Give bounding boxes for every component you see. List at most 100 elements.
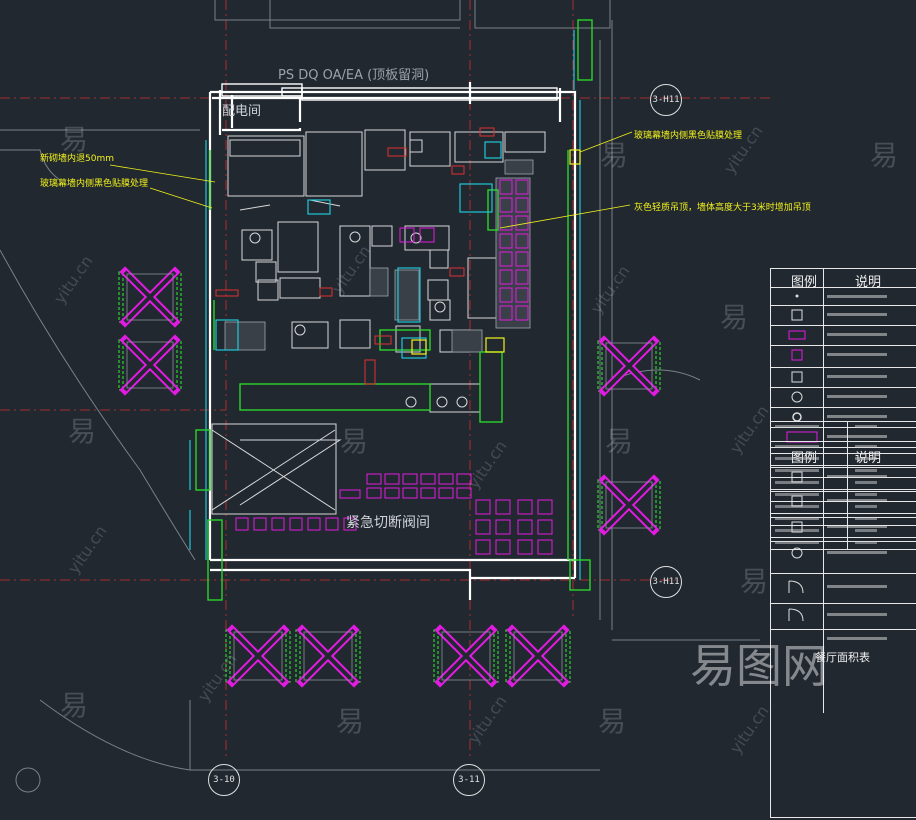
chair [253,517,267,531]
chair [399,227,415,243]
area-cell-text [775,469,819,472]
hedge [493,629,499,683]
counter-blocks [224,159,534,353]
chair [515,197,529,213]
red-markers [215,127,495,385]
area-column-divider [847,421,848,549]
umbrella [126,341,174,389]
chair [420,487,436,499]
axis-bubble-h11-top: 3-H11 [650,84,682,116]
outdoor-table-set [597,335,661,397]
legend-text-placeholder [827,295,887,298]
chair [475,499,491,515]
chair [499,305,513,321]
umbrella [605,342,653,390]
legend-text-placeholder [827,395,887,398]
area-row-divider [771,453,916,454]
area-row-divider [771,525,916,526]
legend-text-placeholder [827,353,887,356]
chair [456,473,472,485]
kitchen-equipment [211,129,546,515]
hedge [355,629,361,683]
note-glass-film-right: 玻璃幕墙内侧黑色贴膜处理 [634,131,743,141]
chair [438,473,454,485]
chair [515,233,529,249]
area-cell-value [855,493,877,496]
area-row-divider [771,489,916,490]
legend-text-placeholder [827,551,887,554]
table-inner [602,339,656,393]
symbol [792,412,802,422]
area-cell-text [775,445,819,448]
area-cell-text [775,425,819,428]
chair [499,215,513,231]
legend-row-divider [771,573,916,574]
umbrella [605,481,653,529]
chair [402,473,418,485]
hedge [565,629,571,683]
area-cell-value [855,505,877,508]
glass-walls [189,30,581,580]
legend-row-divider [771,407,916,408]
legend-text-placeholder [827,585,887,588]
outdoor-table-set [433,624,499,688]
note-leaders [109,131,633,229]
legend-text-placeholder [827,333,887,336]
area-table-title: 餐厅面积表 [815,651,870,664]
legend-row-divider [771,541,916,542]
symbol [788,608,804,622]
chair [339,489,361,499]
area-row-divider [771,537,916,538]
area-cell-text [775,457,819,460]
area-row-divider [771,477,916,478]
green-walls [195,19,593,601]
chair [499,233,513,249]
legend-row-divider [771,387,916,388]
area-cell-value [855,529,877,532]
chair [384,473,400,485]
chair [438,487,454,499]
symbol [786,431,818,443]
table-inner [602,478,656,532]
area-row-divider [771,501,916,502]
area-row-divider [771,513,916,514]
hedge [655,479,661,531]
hedge [118,271,124,323]
legend-text-placeholder [827,375,887,378]
chair [495,519,511,535]
note-glass-film-left: 玻璃幕墙内侧黑色贴膜处理 [40,179,149,189]
area-row-divider [771,465,916,466]
chair [515,305,529,321]
table-inner [230,628,286,684]
top-wall-band [221,83,558,101]
area-row-divider [771,441,916,442]
legend-row-divider [771,427,916,428]
legend-row-divider [771,367,916,368]
legend-header-symbol: 图例 [791,275,818,290]
chair [495,539,511,555]
area-cell-value [855,425,877,428]
chair [517,519,533,535]
outdoor-table-set [295,624,361,688]
legend-text-placeholder [827,435,887,438]
symbol [791,391,803,403]
chair [499,269,513,285]
legend-table: 图例 说明 图例 说明 餐厅面积表 [770,268,916,818]
chair [515,251,529,267]
area-cell-value [855,445,877,448]
outdoor-table-set [505,624,571,688]
chair [325,517,339,531]
note-wall-inset: 新砌墙内退50mm [40,154,114,164]
table-inner [510,628,566,684]
chair [517,499,533,515]
legend-row-divider [771,287,916,288]
room-label-electrical: 配电间 [222,104,262,119]
hedge [433,629,439,683]
chair [289,517,303,531]
area-cell-text [775,541,819,544]
table-inner [438,628,494,684]
legend-text-placeholder [827,613,887,616]
symbol [791,349,803,361]
chair [517,539,533,555]
